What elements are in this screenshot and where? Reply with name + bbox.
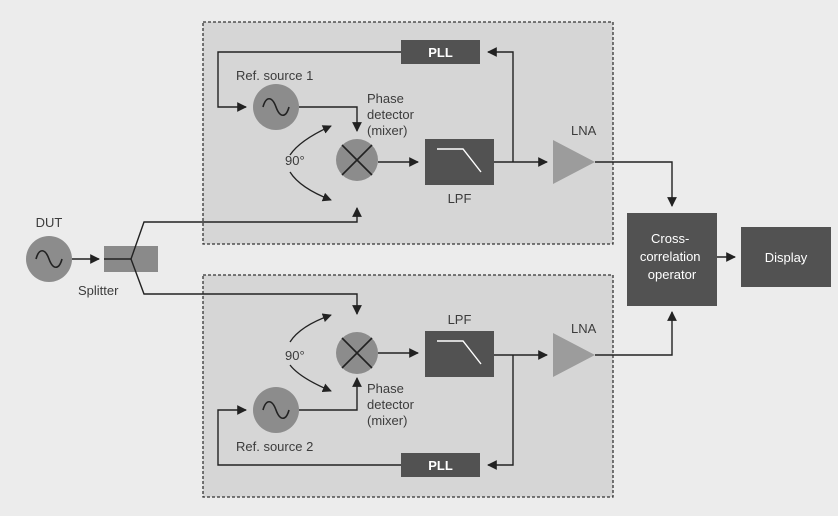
- cross-correlation-label: Cross- correlation operator: [640, 231, 704, 282]
- sine-wave-icon: [262, 400, 290, 420]
- angle-top-label: 90°: [285, 153, 305, 168]
- pll-top-label: PLL: [428, 45, 453, 60]
- phase-arc-bottom-lower: [289, 364, 332, 393]
- sine-wave-icon: [35, 249, 63, 269]
- phase-detector-top-label: Phase detector (mixer): [367, 91, 418, 138]
- splitter-label: Splitter: [78, 283, 119, 298]
- lpf-bottom-block: [425, 331, 494, 377]
- lna-bottom-label: LNA: [571, 321, 597, 336]
- angle-bottom-label: 90°: [285, 348, 305, 363]
- phase-arc-bottom-upper: [289, 313, 332, 343]
- lpf-top-label: LPF: [448, 191, 472, 206]
- phase-detector-bottom-label: Phase detector (mixer): [367, 381, 418, 428]
- lpf-bottom-label: LPF: [448, 312, 472, 327]
- lowpass-curve-icon: [437, 340, 482, 365]
- lna-top-triangle: [553, 140, 595, 184]
- sine-wave-icon: [262, 97, 290, 117]
- lna-top-label: LNA: [571, 123, 597, 138]
- phase-arc-top-lower: [289, 171, 332, 202]
- display-label: Display: [765, 250, 808, 265]
- pll-top-block: [401, 40, 480, 64]
- ref-source-2-label: Ref. source 2: [236, 439, 313, 454]
- lpf-top-block: [425, 139, 494, 185]
- lna-bottom-triangle: [553, 333, 595, 377]
- pll-bottom-label: PLL: [428, 458, 453, 473]
- splitter-to-lower-line: [130, 258, 362, 315]
- lowpass-curve-icon: [437, 148, 482, 173]
- dut-label: DUT: [36, 215, 63, 230]
- ref-source-1-label: Ref. source 1: [236, 68, 313, 83]
- phase-arc-top-upper: [289, 125, 332, 156]
- splitter-to-upper-line: [130, 207, 362, 260]
- cross-correlation-block: [627, 213, 717, 306]
- display-block: [741, 227, 831, 287]
- pll-bottom-block: [401, 453, 480, 477]
